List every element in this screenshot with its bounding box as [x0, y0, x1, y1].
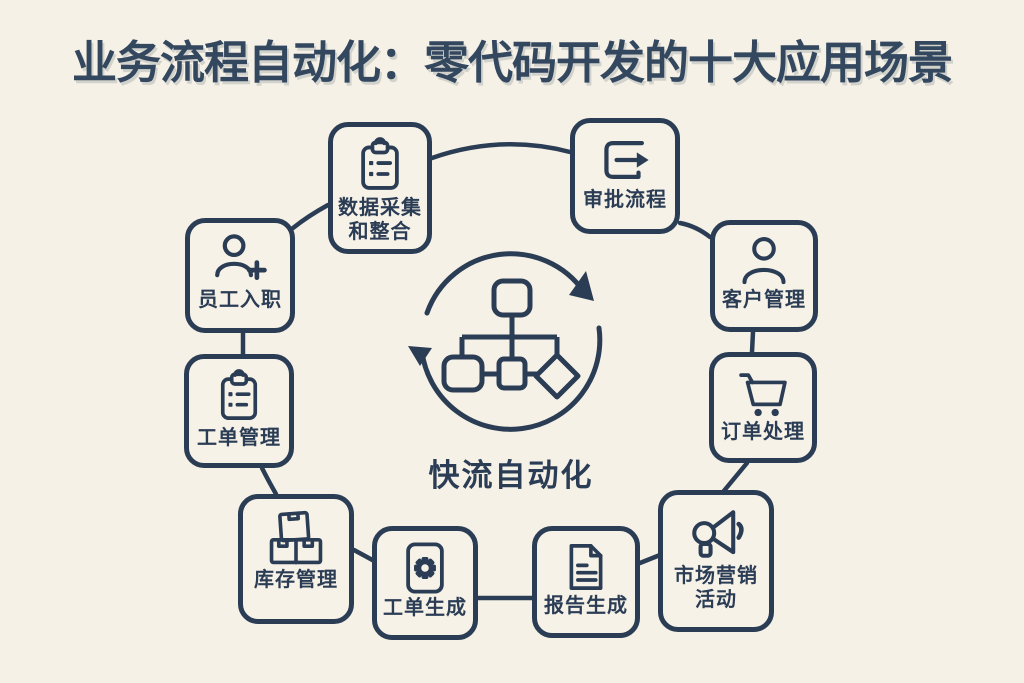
node-ticket-generation: 工单生成	[372, 526, 478, 640]
node-label: 市场营销 活动	[674, 565, 758, 612]
person-icon	[742, 237, 786, 285]
label-line: 市场营销	[674, 565, 758, 587]
label-line: 审批流程	[583, 189, 667, 211]
label-line: 数据采集	[338, 197, 422, 219]
flowchart-icon	[441, 278, 581, 400]
arrowhead-left-icon	[408, 346, 432, 366]
label-line: 工单管理	[197, 427, 281, 449]
arrowhead-right-icon	[569, 271, 594, 301]
connector-lines	[240, 142, 756, 601]
label-line: 库存管理	[254, 569, 338, 591]
node-employee-onboarding: 员工入职	[185, 218, 295, 333]
node-approval-flow: 审批流程	[570, 118, 680, 234]
flowchart-cycle-icon	[408, 251, 603, 432]
node-inventory-management: 库存管理	[238, 494, 354, 624]
connector	[259, 465, 279, 497]
node-report-generation: 报告生成	[532, 526, 640, 638]
connector	[637, 552, 663, 566]
label-line: 员工入职	[198, 289, 282, 311]
node-order-processing: 订单处理	[709, 352, 817, 463]
node-marketing-campaigns: 市场营销 活动	[658, 490, 774, 632]
connector	[677, 220, 713, 240]
node-label: 员工入职	[198, 289, 282, 313]
node-label: 工单管理	[197, 427, 281, 451]
label-line: 订单处理	[721, 421, 805, 443]
node-label: 库存管理	[254, 569, 338, 593]
node-label: 数据采集 和整合	[338, 197, 422, 244]
label-line: 客户管理	[722, 289, 806, 311]
shopping-cart-icon	[739, 373, 787, 417]
connector	[290, 202, 331, 231]
node-label: 订单处理	[721, 421, 805, 445]
center-label: 快流自动化	[428, 458, 594, 493]
megaphone-icon	[692, 510, 744, 558]
export-arrow-icon	[604, 141, 649, 179]
node-label: 客户管理	[722, 289, 806, 313]
label-line: 工单生成	[383, 597, 467, 619]
connector	[720, 460, 750, 495]
connector	[429, 142, 573, 161]
label-line: 和整合	[348, 220, 412, 243]
cycle-arc-top	[424, 251, 587, 316]
connector	[749, 329, 756, 355]
clipboard-list-icon	[220, 369, 258, 420]
node-label: 工单生成	[383, 597, 467, 621]
cycle-arc-bottom	[419, 325, 603, 432]
node-customer-management: 客户管理	[710, 220, 818, 332]
boxes-icon	[269, 510, 323, 565]
clipboard-list-icon	[361, 137, 399, 190]
label-line: 报告生成	[544, 595, 628, 617]
node-label: 报告生成	[544, 595, 628, 619]
node-label: 审批流程	[583, 189, 667, 213]
label-line: 活动	[695, 588, 737, 611]
page-title: 业务流程自动化：零代码开发的十大应用场景	[71, 37, 953, 88]
gear-icon	[406, 542, 444, 594]
node-work-order-management: 工单管理	[184, 354, 294, 468]
node-data-collection: 数据采集 和整合	[328, 122, 432, 254]
document-icon	[569, 544, 603, 590]
person-plus-icon	[215, 234, 267, 281]
